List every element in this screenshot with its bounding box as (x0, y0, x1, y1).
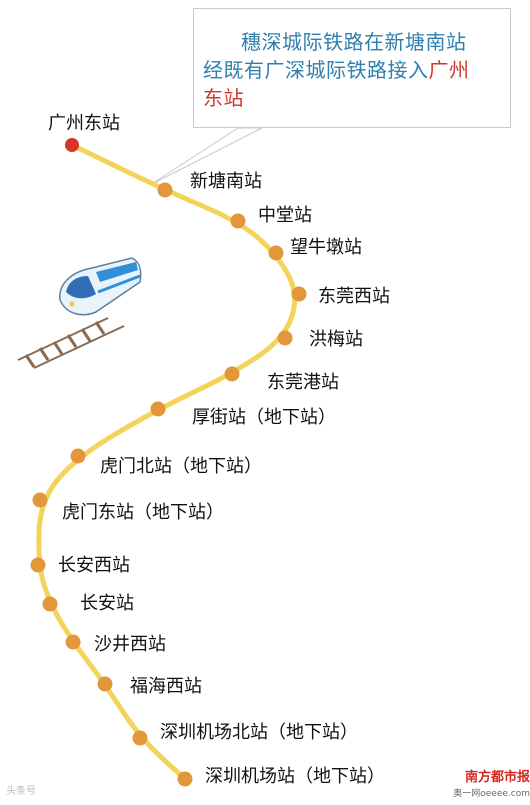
station-label-12: 长安站 (80, 593, 134, 614)
station-dot-14 (97, 676, 113, 692)
station-label-6: 洪梅站 (309, 329, 363, 350)
station-label-8: 厚街站（地下站） (192, 407, 336, 428)
station-dot-3 (230, 213, 246, 229)
station-label-1: 广州东站 (48, 113, 120, 134)
callout-line-3: 东站 (203, 86, 244, 110)
callout-text: 穗深城际铁路在新塘南站 经既有广深城际铁路接入广州 东站 (203, 28, 503, 112)
station-label-7: 东莞港站 (267, 372, 339, 393)
callout-line-2-highlight: 广州 (428, 58, 470, 82)
station-label-9: 虎门北站（地下站） (100, 456, 262, 477)
station-label-3: 中堂站 (258, 205, 312, 226)
station-label-15: 深圳机场北站（地下站） (160, 722, 358, 743)
station-dot-2 (157, 182, 173, 198)
station-dot-7 (224, 366, 240, 382)
station-dot-5 (291, 286, 307, 302)
train-icon (17, 257, 142, 369)
station-dot-4 (268, 245, 284, 261)
station-label-13: 沙井西站 (94, 634, 166, 655)
station-dot-9 (70, 448, 86, 464)
station-dot-10 (32, 492, 48, 508)
station-label-4: 望牛墩站 (290, 237, 362, 258)
callout-pointer (149, 127, 263, 186)
station-dot-13 (65, 634, 81, 650)
station-label-16: 深圳机场站（地下站） (205, 766, 385, 787)
station-dot-6 (277, 330, 293, 346)
callout-box (193, 8, 511, 128)
station-label-14: 福海西站 (130, 676, 202, 697)
station-dot-1 (65, 138, 79, 152)
station-dot-16 (177, 771, 193, 787)
footer-brand-name: 南方都市报 (464, 770, 530, 785)
station-dot-11 (30, 557, 46, 573)
station-dot-12 (42, 596, 58, 612)
station-dot-15 (132, 730, 148, 746)
callout-line-2: 经既有广深城际铁路接入广州 (203, 58, 470, 82)
footer-left-watermark: 头条号 (6, 786, 36, 797)
callout-line-1: 穗深城际铁路在新塘南站 (241, 30, 467, 54)
footer-site: 奥一网oeeee.com (453, 789, 530, 799)
station-label-10: 虎门东站（地下站） (62, 502, 224, 523)
station-label-5: 东莞西站 (318, 286, 390, 307)
station-label-2: 新塘南站 (190, 171, 262, 192)
station-dot-8 (150, 401, 166, 417)
station-label-11: 长安西站 (58, 555, 130, 576)
footer-brand: 南方都市报 奥一网oeeee.com (449, 770, 530, 805)
callout-line-2-prefix: 经既有广深城际铁路接入 (203, 58, 429, 82)
